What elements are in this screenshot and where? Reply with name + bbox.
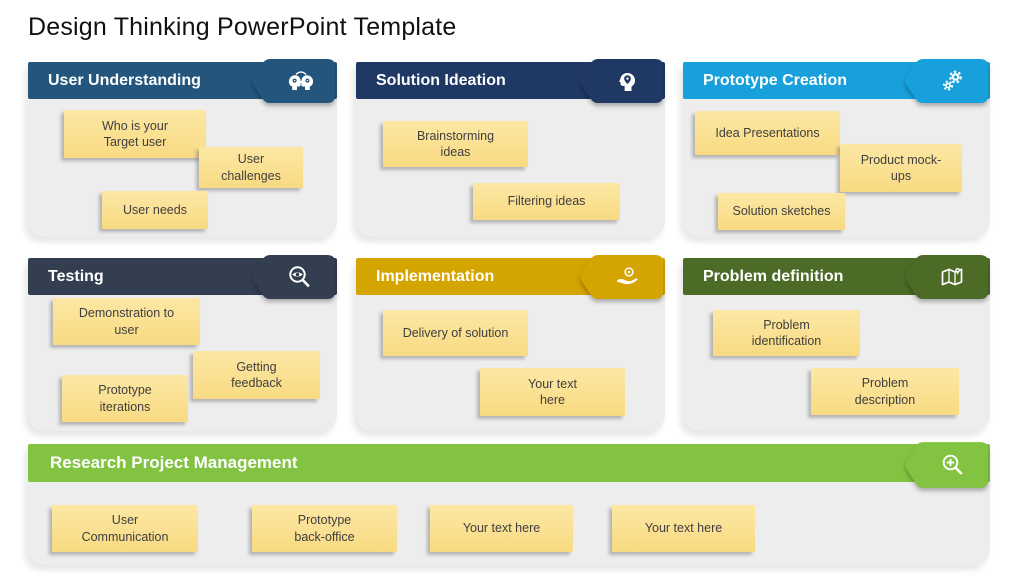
header-arrow-tab (904, 56, 990, 106)
panel-user-understanding: User Understanding Who is your Target us… (28, 59, 337, 237)
sticky-note: Problem identification (713, 310, 860, 356)
panel-implementation: Implementation Delivery of solution Your… (356, 255, 665, 431)
sticky-note: Product mock- ups (840, 144, 962, 192)
two-heads-gears-icon (288, 71, 314, 90)
header-arrow-tab (904, 252, 990, 302)
sticky-note: Your text here (612, 505, 755, 552)
eye-magnifier-icon (289, 266, 310, 287)
panel-header: User Understanding (28, 59, 337, 103)
sticky-note: Solution sketches (718, 193, 845, 230)
head-idea-icon (619, 73, 636, 91)
panel-title: Research Project Management (50, 453, 298, 472)
header-arrow-tab (579, 252, 665, 302)
sticky-note: Prototype iterations (62, 375, 188, 422)
sticky-note: Your text here (480, 368, 625, 416)
panel-title: Prototype Creation (703, 71, 848, 89)
gears-icon (942, 70, 962, 91)
panel-title: User Understanding (48, 71, 201, 89)
sticky-note: Idea Presentations (695, 111, 840, 155)
page-title: Design Thinking PowerPoint Template (28, 13, 457, 41)
panel-header: Solution Ideation (356, 59, 665, 103)
header-arrow-tab (251, 252, 337, 302)
panel-header: Implementation (356, 255, 665, 299)
panel-header: Prototype Creation (683, 59, 990, 103)
panel-title: Solution Ideation (376, 71, 506, 89)
sticky-note: Brainstorming ideas (383, 121, 528, 167)
panel-research-project-management: Research Project Management User Communi… (28, 442, 990, 565)
header-arrow-tab (251, 56, 337, 106)
sticky-note: Delivery of solution (383, 310, 528, 356)
panel-header: Testing (28, 255, 337, 299)
sticky-note: User needs (102, 191, 208, 229)
sticky-note: Problem description (811, 368, 959, 415)
hand-coin-icon (617, 267, 638, 285)
sticky-note: Your text here (430, 505, 573, 552)
header-arrow-tab (579, 56, 665, 106)
sticky-note: Filtering ideas (473, 183, 620, 220)
panel-title: Problem definition (703, 267, 844, 285)
panel-header: Research Project Management (28, 442, 990, 488)
sticky-note: Who is your Target user (64, 110, 206, 158)
panel-title: Implementation (376, 267, 495, 285)
panel-title: Testing (48, 267, 104, 285)
sticky-note: Demonstration to user (53, 298, 200, 345)
map-pin-icon (941, 268, 963, 286)
panel-problem-definition: Problem definition Problem identificatio… (683, 255, 990, 431)
header-arrow-tab (904, 439, 990, 489)
panel-prototype-creation: Prototype Creation Idea Presentations Pr… (683, 59, 990, 237)
panel-header: Problem definition (683, 255, 990, 299)
panel-solution-ideation: Solution Ideation Brainstorming ideas Fi… (356, 59, 665, 237)
zoom-in-icon (942, 454, 963, 475)
sticky-note: Prototype back-office (252, 505, 397, 552)
sticky-note: Getting feedback (193, 351, 320, 399)
panel-testing: Testing Demonstration to user Getting fe… (28, 255, 337, 431)
sticky-note: User Communication (52, 505, 198, 552)
sticky-note: User challenges (199, 147, 303, 188)
